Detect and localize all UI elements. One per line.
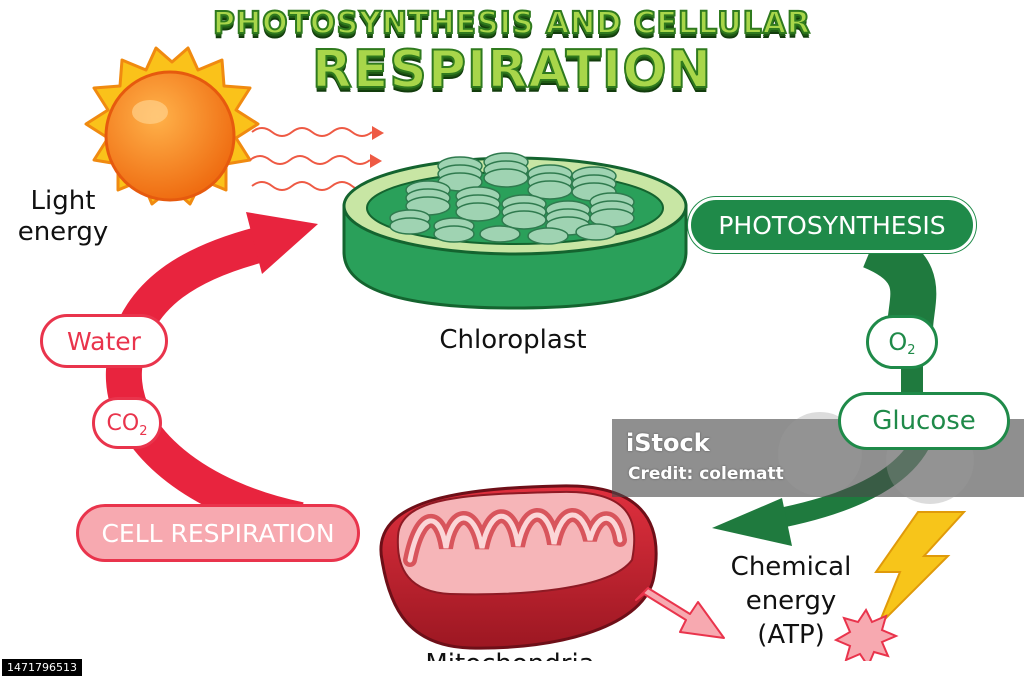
sun bbox=[84, 46, 260, 206]
respiration-arrow bbox=[105, 212, 318, 538]
label-light-energy: Light energy bbox=[17, 186, 109, 247]
atp-arrow bbox=[635, 587, 725, 639]
pill-cell-respiration: CELL RESPIRATION bbox=[76, 504, 360, 562]
pill-glucose: Glucose bbox=[838, 392, 1010, 450]
mitochondria bbox=[379, 484, 658, 650]
chloroplast bbox=[342, 152, 688, 310]
title-line-1: PHOTOSYNTHESIS AND CELLULAR bbox=[212, 5, 812, 42]
label-chemical-energy: Chemical energy (ATP) bbox=[730, 552, 852, 650]
stock-footer-strip bbox=[0, 661, 1024, 689]
watermark-logo: iStock bbox=[626, 429, 710, 457]
label-chloroplast: Chloroplast bbox=[439, 325, 587, 355]
title-line-2: RESPIRATION bbox=[311, 39, 713, 101]
energy-bolt bbox=[874, 511, 967, 627]
thylakoid-stacks bbox=[389, 152, 635, 245]
pill-water: Water bbox=[40, 314, 168, 368]
watermark-credit: Credit: colematt bbox=[628, 464, 784, 484]
pill-photosynthesis: PHOTOSYNTHESIS bbox=[688, 197, 976, 253]
stock-image-id: 1471796513 bbox=[2, 659, 82, 676]
